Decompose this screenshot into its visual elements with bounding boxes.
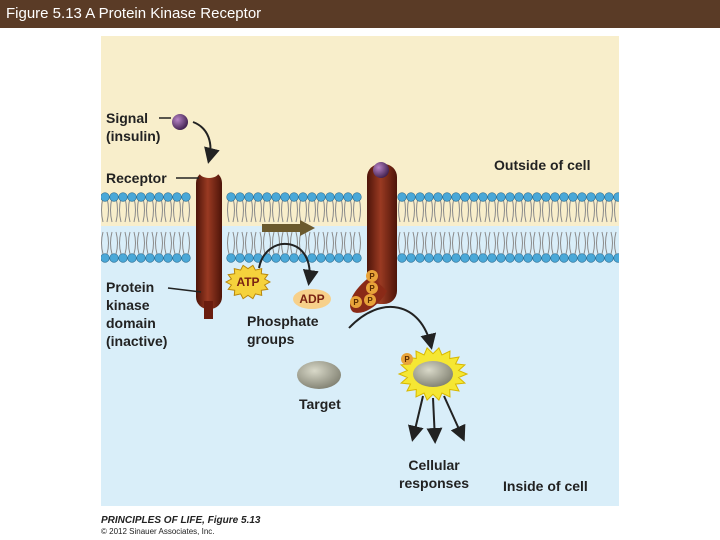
credit-source: PRINCIPLES OF LIFE, Figure 5.13 bbox=[101, 515, 261, 526]
label-target: Target bbox=[299, 396, 341, 412]
label-cellular-responses: Cellular responses bbox=[399, 457, 470, 491]
figure-credit: PRINCIPLES OF LIFE, Figure 5.13 © 2012 S… bbox=[101, 515, 260, 536]
svg-text:P: P bbox=[369, 284, 375, 293]
label-outside-of-cell: Outside of cell bbox=[494, 157, 591, 173]
label-receptor: Receptor bbox=[106, 170, 167, 186]
signal-binding-arrow bbox=[192, 121, 220, 164]
receptor-phosphates: P P P P bbox=[350, 270, 378, 308]
activated-target-icon: P bbox=[397, 347, 469, 401]
svg-text:P: P bbox=[369, 272, 375, 281]
svg-text:ADP: ADP bbox=[299, 292, 324, 306]
bound-insulin-icon bbox=[373, 162, 389, 178]
kinase-leader-line bbox=[167, 287, 202, 293]
label-phosphate-groups: Phosphate groups bbox=[247, 313, 319, 347]
atp-to-adp-arrow bbox=[258, 242, 319, 286]
cellular-response-arrows bbox=[407, 395, 466, 444]
inside-region bbox=[101, 226, 619, 506]
target-protein-icon bbox=[297, 361, 341, 389]
atp-badge: ATP bbox=[224, 264, 272, 300]
label-inside-of-cell: Inside of cell bbox=[503, 478, 588, 494]
activation-arrow bbox=[262, 220, 315, 236]
figure-panel: P P P P ATP ADP P bbox=[101, 36, 619, 506]
phosphorylation-arrow bbox=[348, 305, 437, 350]
svg-text:P: P bbox=[367, 296, 373, 305]
label-signal: Signal (insulin) bbox=[106, 110, 161, 144]
adp-badge: ADP bbox=[293, 289, 331, 309]
title-bar: Figure 5.13 A Protein Kinase Receptor bbox=[0, 0, 720, 28]
svg-text:ATP: ATP bbox=[236, 275, 259, 289]
label-protein-kinase-domain: Protein kinase domain (inactive) bbox=[106, 279, 168, 349]
credit-copyright: © 2012 Sinauer Associates, Inc. bbox=[101, 527, 215, 536]
svg-text:P: P bbox=[353, 298, 359, 307]
diagram-canvas: P P P P ATP ADP P bbox=[101, 36, 619, 506]
svg-text:P: P bbox=[404, 355, 410, 364]
signal-molecule-icon bbox=[172, 114, 188, 130]
figure-title: Figure 5.13 A Protein Kinase Receptor bbox=[6, 5, 262, 22]
cell-membrane bbox=[101, 192, 619, 263]
receptor-inactive bbox=[196, 166, 222, 319]
